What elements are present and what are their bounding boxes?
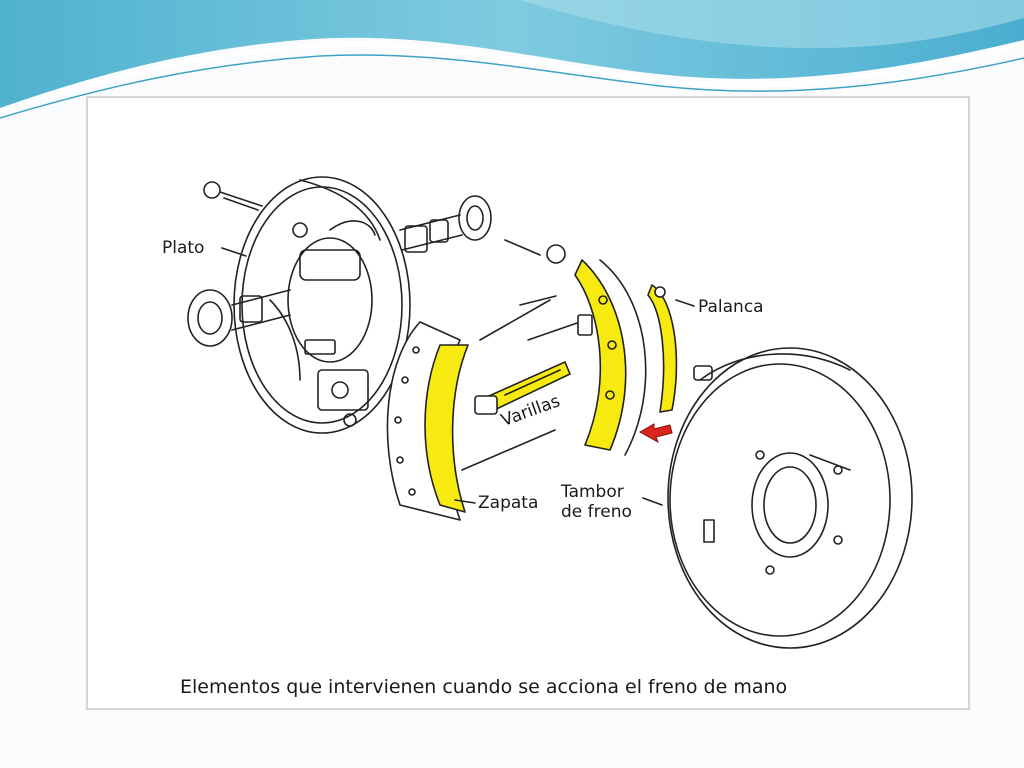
label-plato: Plato bbox=[162, 238, 205, 258]
header-wave-decoration bbox=[0, 0, 1024, 119]
brake-shoe-left bbox=[386, 321, 469, 521]
label-zapata: Zapata bbox=[478, 493, 539, 513]
backing-plate-part bbox=[233, 176, 411, 434]
brake-drum-part bbox=[667, 347, 913, 649]
label-de-freno: de freno bbox=[561, 502, 632, 522]
direction-arrow-icon bbox=[638, 423, 673, 444]
wheel-cylinder-parts bbox=[187, 181, 566, 347]
adjuster-rods bbox=[461, 295, 593, 471]
figure-caption: Elementos que intervienen cuando se acci… bbox=[180, 676, 788, 698]
label-tambor: Tambor bbox=[561, 482, 624, 502]
parking-brake-lever bbox=[647, 284, 713, 413]
brake-shoe-right bbox=[574, 259, 647, 456]
label-palanca: Palanca bbox=[698, 297, 764, 317]
